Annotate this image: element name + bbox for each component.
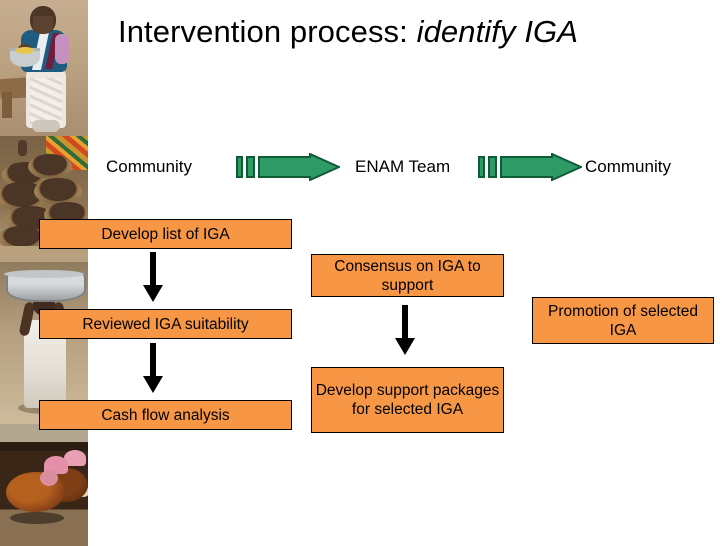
down-arrow-reviewed-to-cashflow-icon bbox=[140, 343, 166, 395]
flow-box-consensus-on-iga-to-support: Consensus on IGA to support bbox=[311, 254, 504, 297]
actor-community-1: Community bbox=[106, 157, 192, 176]
striped-right-arrow-2-icon bbox=[478, 153, 582, 181]
photo-child-eating-from-bowl bbox=[0, 0, 88, 136]
flow-box-develop-support-packages: Develop support packages for selected IG… bbox=[311, 367, 504, 433]
flow-box-cash-flow-analysis: Cash flow analysis bbox=[39, 400, 292, 430]
photo-strip bbox=[0, 0, 88, 546]
flow-box-promotion-of-selected-iga: Promotion of selected IGA bbox=[532, 297, 714, 344]
photo-chickens-in-coop bbox=[0, 424, 88, 546]
photo-market-baskets-of-dried-fish bbox=[0, 136, 88, 262]
page-title-plain: Intervention process: bbox=[118, 14, 417, 49]
page-title: Intervention process: identify IGA bbox=[118, 14, 678, 50]
down-arrow-consensus-to-packages-icon bbox=[392, 305, 418, 357]
actor-enam-team: ENAM Team bbox=[355, 157, 451, 176]
down-arrow-develop-to-reviewed-icon bbox=[140, 252, 166, 304]
actor-community-2: Community bbox=[585, 157, 671, 176]
flow-box-reviewed-iga-suitability: Reviewed IGA suitability bbox=[39, 309, 292, 339]
page-title-italic: identify IGA bbox=[416, 14, 579, 49]
striped-right-arrow-1-icon bbox=[236, 153, 340, 181]
flow-box-develop-list-of-iga: Develop list of IGA bbox=[39, 219, 292, 249]
